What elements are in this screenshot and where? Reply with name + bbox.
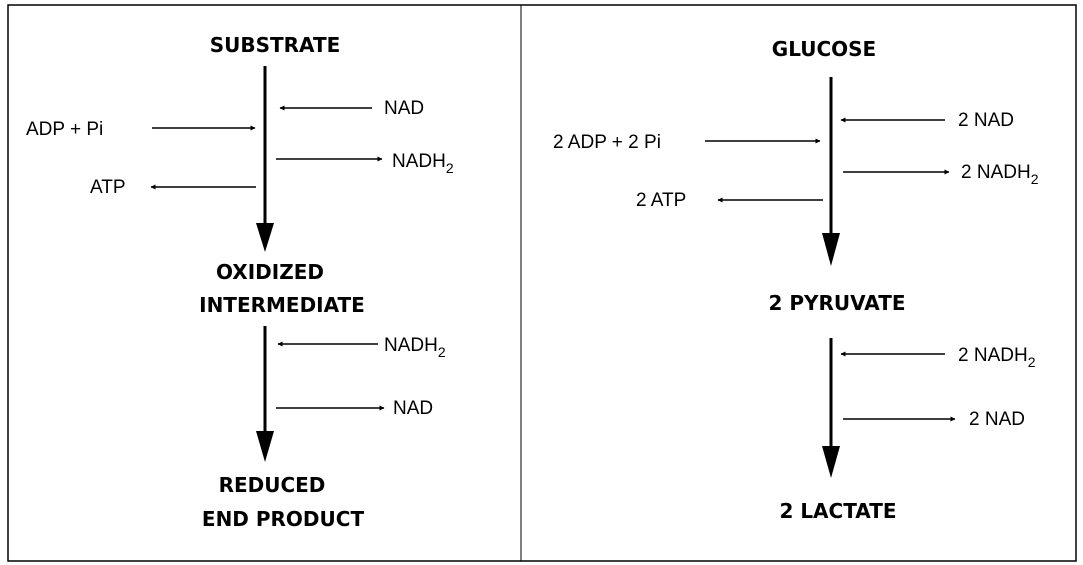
- oxidized-label-line1: OXIDIZED: [216, 260, 324, 284]
- atp-label: ATP: [90, 177, 126, 198]
- main-arrow-head-2: [256, 431, 274, 462]
- nadh-out-label: NADH2: [392, 151, 454, 176]
- pyruvate-label: 2 PYRUVATE: [768, 291, 905, 315]
- diagram-frame: [7, 4, 1077, 562]
- substrate-label: SUBSTRATE: [210, 33, 341, 57]
- right-main-arrow-head-1: [822, 233, 840, 266]
- right-nad-out-label: 2 NAD: [969, 409, 1025, 430]
- reduced-label-line1: REDUCED: [219, 473, 326, 497]
- nad-in-label: NAD: [384, 98, 424, 119]
- right-nadh-in-label: 2 NADH2: [958, 345, 1036, 370]
- oxidized-label-line2: INTERMEDIATE: [199, 293, 365, 317]
- glucose-label: GLUCOSE: [772, 37, 876, 61]
- main-arrow-head-1: [256, 223, 274, 252]
- lactate-label: 2 LACTATE: [779, 499, 896, 523]
- right-atp-label: 2 ATP: [636, 190, 686, 211]
- nad-out-label: NAD: [393, 398, 433, 419]
- adp-pi-label: ADP + Pi: [26, 119, 103, 140]
- right-main-arrow-head-2: [822, 446, 840, 478]
- nadh-in-label: NADH2: [384, 335, 446, 360]
- right-nad-in-label: 2 NAD: [958, 110, 1014, 131]
- right-nadh-out-label: 2 NADH2: [961, 162, 1039, 187]
- reduced-label-line2: END PRODUCT: [202, 507, 365, 531]
- right-adp-pi-label: 2 ADP + 2 Pi: [553, 132, 661, 153]
